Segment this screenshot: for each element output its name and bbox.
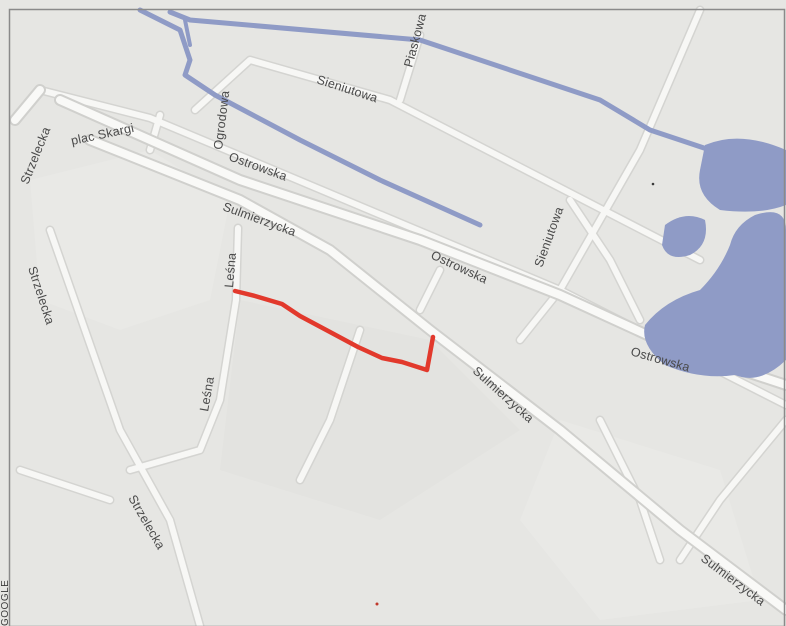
- land-block: [520, 420, 760, 620]
- river: [167, 9, 713, 153]
- label-lesna-1: Leśna: [222, 252, 239, 288]
- canal: [137, 7, 483, 228]
- label-lesna-2: Leśna: [197, 376, 217, 413]
- map-speck: [375, 602, 379, 606]
- highlighted-route: [232, 288, 436, 373]
- road-sulmierzycka: [86, 136, 786, 614]
- map-credit: GOOGLE: [0, 579, 11, 626]
- pond: [699, 138, 786, 212]
- map-speck: [651, 182, 655, 186]
- map-border: [8, 8, 786, 626]
- land-block: [30, 150, 230, 330]
- pond: [662, 216, 706, 258]
- lake: [644, 212, 786, 378]
- land-block: [220, 300, 520, 520]
